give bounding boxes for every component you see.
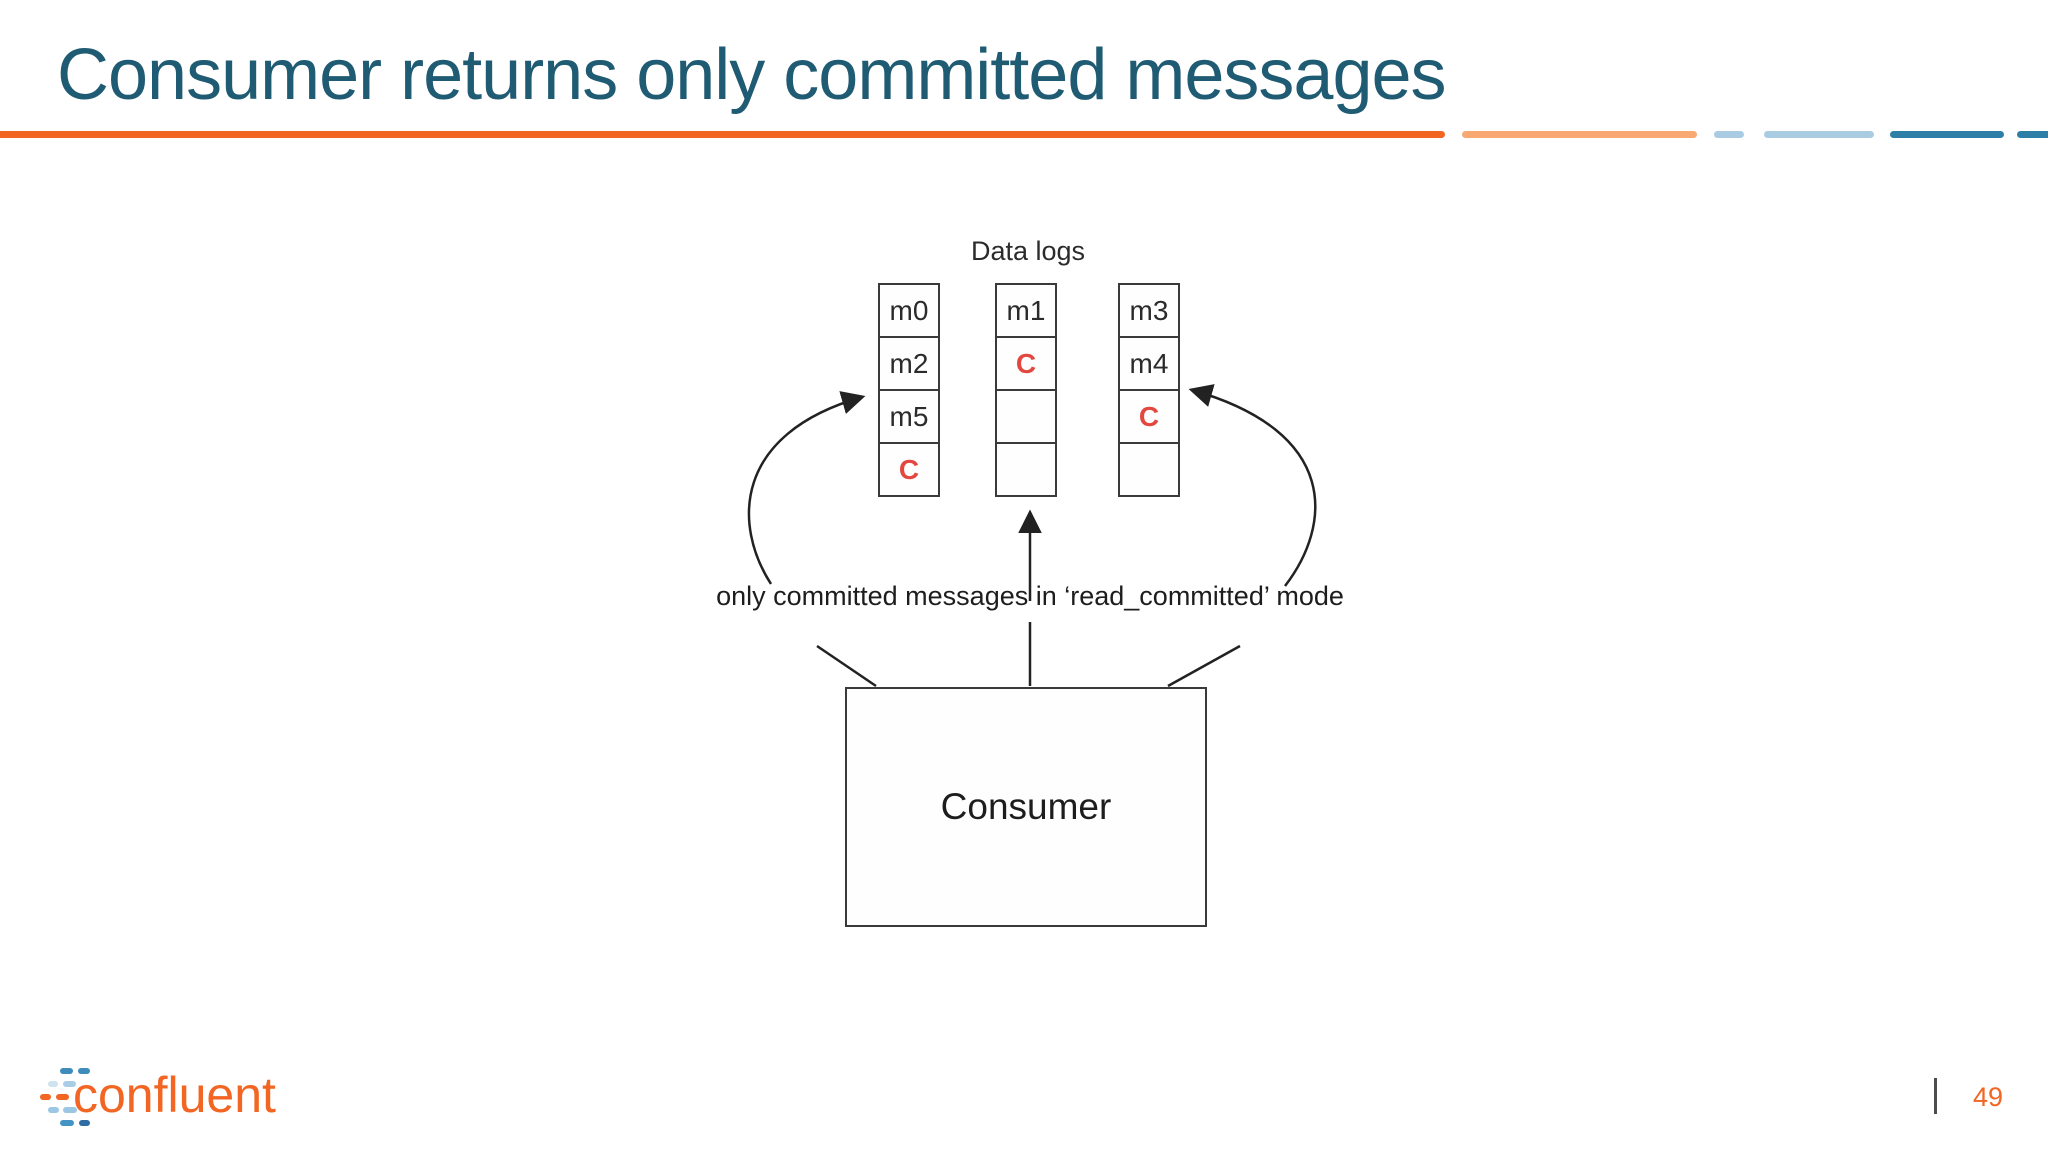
data-logs-label: Data logs <box>970 236 1086 266</box>
log-column-1: m0 m2 m5 C <box>878 283 940 497</box>
consumer-box: Consumer <box>845 687 1207 927</box>
log-cell: m5 <box>880 389 938 442</box>
log-cell: C <box>880 442 938 495</box>
title-underline-dash-teal-short <box>2017 131 2048 138</box>
log-column-2: m1 C <box>995 283 1057 497</box>
log-cell: m1 <box>1006 294 1046 326</box>
arrow-consumer-to-log-3 <box>1188 384 1317 587</box>
log-cell: m4 <box>1120 336 1178 389</box>
title-underline-dash-lightblue-long <box>1764 131 1874 138</box>
page-number: 49 <box>1972 1082 2004 1112</box>
title-underline-dash-orange <box>1462 131 1697 138</box>
log-cell: m2 <box>880 336 938 389</box>
log-cell: C <box>1120 389 1178 442</box>
annotation-text: only committed messages in ‘read_committ… <box>716 581 1344 611</box>
consumer-label: Consumer <box>940 786 1112 827</box>
confluent-logo: confluent <box>36 1058 316 1128</box>
connector-right <box>1167 644 1241 688</box>
confluent-wordmark: confluent <box>73 1067 276 1123</box>
slide-title: Consumer returns only committed messages <box>57 35 1447 115</box>
title-underline-dash-lightblue-short <box>1714 131 1744 138</box>
arrow-consumer-to-log-1 <box>747 391 866 585</box>
log-column-3: m3 m4 C <box>1118 283 1180 497</box>
footer-divider <box>1934 1078 1937 1114</box>
log-cell: m3 <box>1129 294 1169 326</box>
title-underline-main <box>0 131 1445 138</box>
log-cell <box>997 442 1055 495</box>
log-cell <box>1120 442 1178 495</box>
log-cell: C <box>997 336 1055 389</box>
title-underline-dash-teal-long <box>1890 131 2004 138</box>
log-cell: m0 <box>889 294 929 326</box>
log-cell <box>997 389 1055 442</box>
connector-left <box>816 644 877 688</box>
